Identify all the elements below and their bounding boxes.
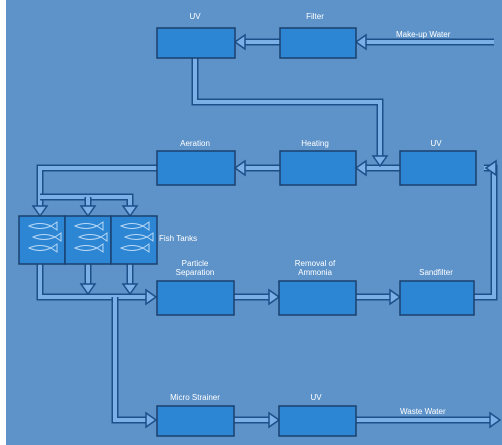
aeration-box (156, 150, 236, 186)
sandfilter-label: Sandfilter (419, 268, 453, 277)
arrowhead-into-aeration (233, 159, 246, 177)
fish-icon (123, 232, 154, 242)
arrowhead-into-sandfilter (389, 288, 402, 306)
uv-top-label: UV (189, 12, 201, 21)
arrowhead-into-particle-separation (145, 288, 158, 306)
ammonia-label-2: Ammonia (298, 268, 332, 277)
uv-bottom-box (278, 405, 357, 437)
filter-label: Filter (306, 12, 324, 21)
arrowhead-into-tank-3 (121, 205, 139, 218)
process-units (156, 27, 477, 437)
arrowhead-tank-2-outflow (79, 283, 97, 296)
arrowhead-into-ammonia-removal (268, 288, 281, 306)
arrowhead-into-heating-junction (371, 155, 389, 168)
arrowhead-into-filter (354, 33, 367, 51)
arrowhead-tank-3-outflow (121, 283, 139, 296)
arrowhead-into-heating (354, 159, 367, 177)
sandfilter-box (399, 280, 475, 316)
particle-separation-box (156, 280, 235, 316)
uv-mid-box (399, 150, 477, 186)
inlet-label: Make-up Water (396, 30, 451, 39)
fish-icon (31, 232, 62, 242)
particle-separation-label-2: Separation (175, 268, 215, 277)
fish-tanks-label: Fish Tanks (159, 234, 198, 243)
fish-icon (73, 243, 104, 253)
outlet-label: Waste Water (400, 407, 446, 416)
fish-icon (27, 243, 58, 253)
fish-icon (27, 221, 58, 231)
fish-icon (77, 232, 108, 242)
heating-label: Heating (301, 139, 329, 148)
arrowhead-into-tank-2 (79, 205, 97, 218)
arrowhead-into-uv-mid (484, 159, 497, 177)
filter-box (279, 27, 357, 59)
micro-strainer-box (156, 405, 235, 437)
fish-icon (119, 243, 150, 253)
pipe-uv-top-to-heating-junction (193, 57, 382, 160)
ammonia-removal-box (278, 280, 357, 316)
arrowheads (31, 33, 502, 429)
fish-tanks (18, 215, 158, 265)
arrowhead-waste-water (489, 411, 502, 429)
particle-separation-label-1: Particle (181, 259, 209, 268)
heating-box (279, 150, 357, 186)
arrowhead-into-tank-1 (31, 205, 49, 218)
arrowhead-into-micro-strainer (145, 411, 158, 429)
arrowhead-into-uv-bottom (268, 411, 281, 429)
aeration-label: Aeration (180, 139, 210, 148)
ammonia-label-1: Removal of (294, 259, 336, 268)
uv-bottom-label: UV (310, 393, 322, 402)
micro-strainer-label: Micro Strainer (170, 393, 220, 402)
fish-icon (119, 221, 150, 231)
uv-mid-label: UV (430, 139, 442, 148)
fish-icon (73, 221, 104, 231)
arrowhead-into-uv-top (233, 33, 246, 51)
pipe-to-micro-strainer (113, 297, 148, 422)
uv-top-box (156, 27, 236, 59)
